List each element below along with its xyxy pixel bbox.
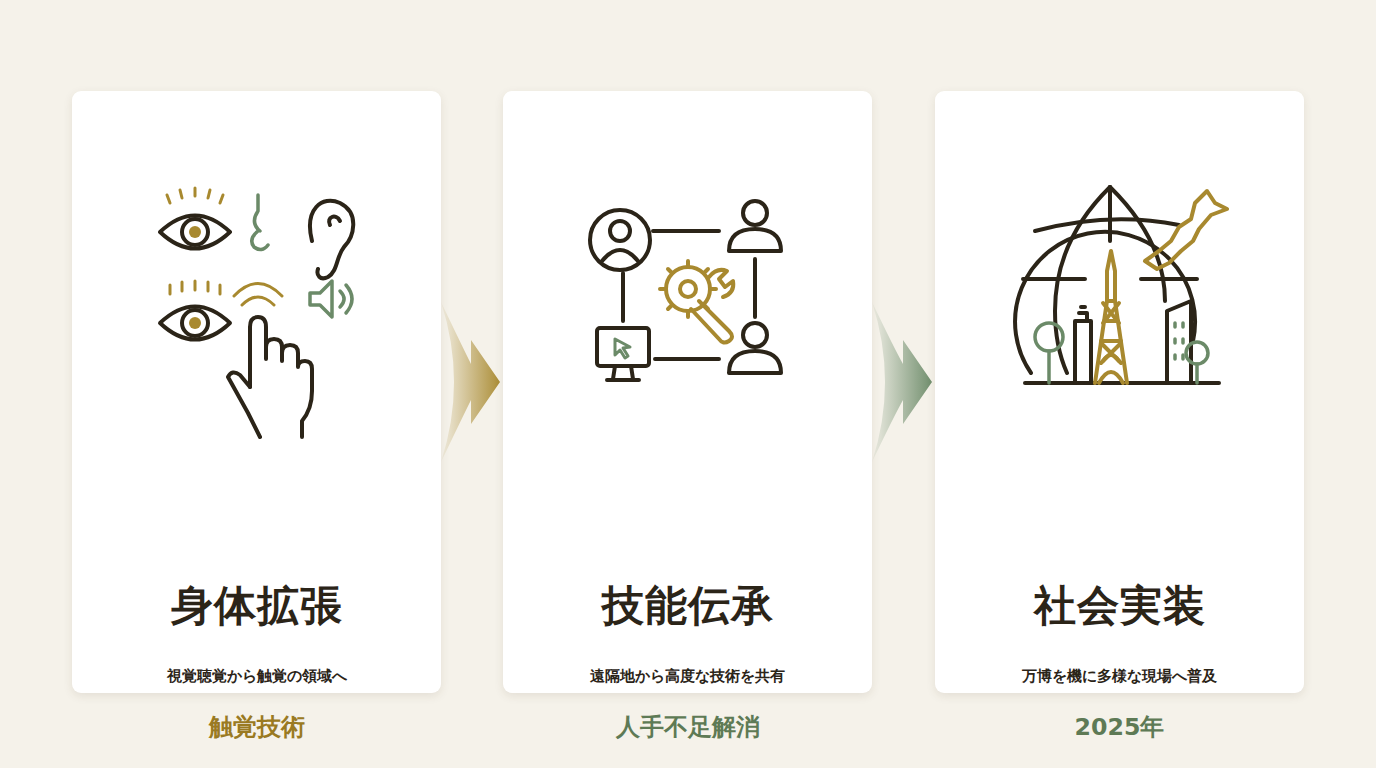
step-card: 技能伝承遠隔地から高度な技術を共有人手不足解消 bbox=[503, 91, 872, 693]
step-heading: 技能伝承 bbox=[503, 577, 872, 635]
step-card: 身体拡張視覚聴覚から触覚の領域へ触覚技術 bbox=[72, 91, 441, 693]
step-keyword: 2025年 bbox=[935, 711, 1304, 743]
step-description: 万博を機に多様な現場へ普及 bbox=[935, 667, 1304, 686]
step-heading: 社会実装 bbox=[935, 577, 1304, 635]
flow-arrow bbox=[872, 302, 932, 462]
step-card: 社会実装万博を機に多様な現場へ普及2025年 bbox=[935, 91, 1304, 693]
step-heading: 身体拡張 bbox=[72, 577, 441, 635]
step-description: 視覚聴覚から触覚の領域へ bbox=[72, 667, 441, 686]
step-description: 遠隔地から高度な技術を共有 bbox=[503, 667, 872, 686]
step-keyword: 人手不足解消 bbox=[503, 711, 872, 743]
flow-arrow bbox=[441, 302, 500, 462]
step-keyword: 触覚技術 bbox=[72, 711, 441, 743]
